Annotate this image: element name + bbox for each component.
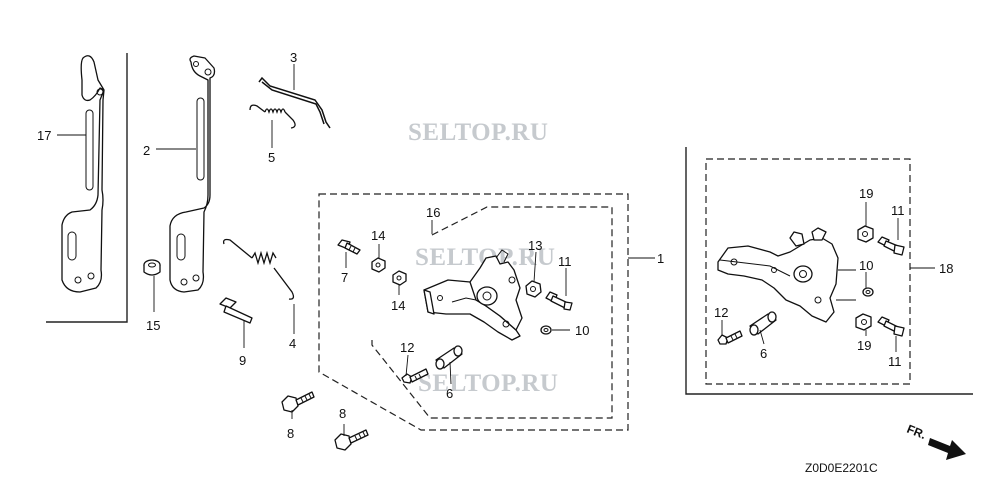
watermark-top: SELTOP.RU xyxy=(408,119,548,146)
nut-13 xyxy=(525,280,542,298)
collar-6-right xyxy=(749,311,777,336)
frame-right-group xyxy=(685,147,973,395)
bolt-8-upper xyxy=(281,391,315,413)
collar-6-main xyxy=(435,345,463,370)
callout-11-upper: 11 xyxy=(891,203,905,218)
nut-15 xyxy=(143,259,161,276)
callout-12-main: 12 xyxy=(400,340,414,355)
front-label: FR. xyxy=(905,422,928,442)
callout-6-main: 6 xyxy=(446,386,453,401)
callout-14-lower: 14 xyxy=(391,298,405,313)
bolt-7 xyxy=(337,239,361,255)
callout-8-upper: 8 xyxy=(287,426,294,441)
screw-12-right xyxy=(717,330,743,345)
callout-17: 17 xyxy=(37,128,51,143)
callout-14-upper: 14 xyxy=(371,228,385,243)
front-arrow-icon xyxy=(928,438,966,460)
nut-14-lower xyxy=(392,270,407,286)
washer-10-right xyxy=(862,287,874,297)
callout-11-main: 11 xyxy=(558,254,572,269)
throttle-return-spring xyxy=(222,238,295,300)
washer-10-main xyxy=(540,325,552,335)
leader-lines xyxy=(57,64,935,436)
bolt-11-lower xyxy=(877,316,905,337)
front-direction-indicator: FR. xyxy=(905,422,966,460)
callout-2: 2 xyxy=(143,143,150,158)
callout-19-lower: 19 xyxy=(857,338,871,353)
callout-3: 3 xyxy=(290,50,297,65)
nut-19-lower xyxy=(855,313,872,331)
callout-1: 1 xyxy=(657,251,664,266)
callout-10-main: 10 xyxy=(575,323,589,338)
nut-19-upper xyxy=(857,225,874,243)
callout-15: 15 xyxy=(146,318,160,333)
callout-6-right: 6 xyxy=(760,346,767,361)
callout-11-lower: 11 xyxy=(888,354,902,369)
bolt-8-lower xyxy=(334,429,369,451)
control-bracket xyxy=(423,249,523,341)
frame-left-group xyxy=(46,53,128,323)
callout-19-upper: 19 xyxy=(859,186,873,201)
control-rod-2 xyxy=(169,55,216,293)
callout-8-lower: 8 xyxy=(339,406,346,421)
frame-assembly-1 xyxy=(318,193,629,431)
frame-bracket-16 xyxy=(371,206,613,419)
callout-16: 16 xyxy=(426,205,440,220)
drawing-code: Z0D0E2201C xyxy=(805,461,878,475)
frame-assembly-18 xyxy=(705,158,911,385)
callout-9: 9 xyxy=(239,353,246,368)
control-rod-17 xyxy=(61,55,105,293)
callout-7: 7 xyxy=(341,270,348,285)
governor-spring xyxy=(249,104,296,129)
callout-5: 5 xyxy=(268,150,275,165)
callout-labels: 17 2 3 5 15 9 4 7 14 14 16 13 11 10 12 6… xyxy=(37,50,953,441)
watermark-bottom: SELTOP.RU xyxy=(418,370,558,397)
callout-13: 13 xyxy=(528,238,542,253)
governor-rod xyxy=(258,76,331,129)
callout-4: 4 xyxy=(289,336,296,351)
callout-10-right: 10 xyxy=(859,258,873,273)
control-bracket-right xyxy=(717,227,839,323)
pin-9 xyxy=(219,297,253,324)
callout-18: 18 xyxy=(939,261,953,276)
bolt-11-upper xyxy=(877,236,905,256)
callout-12-right: 12 xyxy=(714,305,728,320)
nut-14-upper xyxy=(371,257,386,273)
bolt-11-main xyxy=(545,291,573,311)
